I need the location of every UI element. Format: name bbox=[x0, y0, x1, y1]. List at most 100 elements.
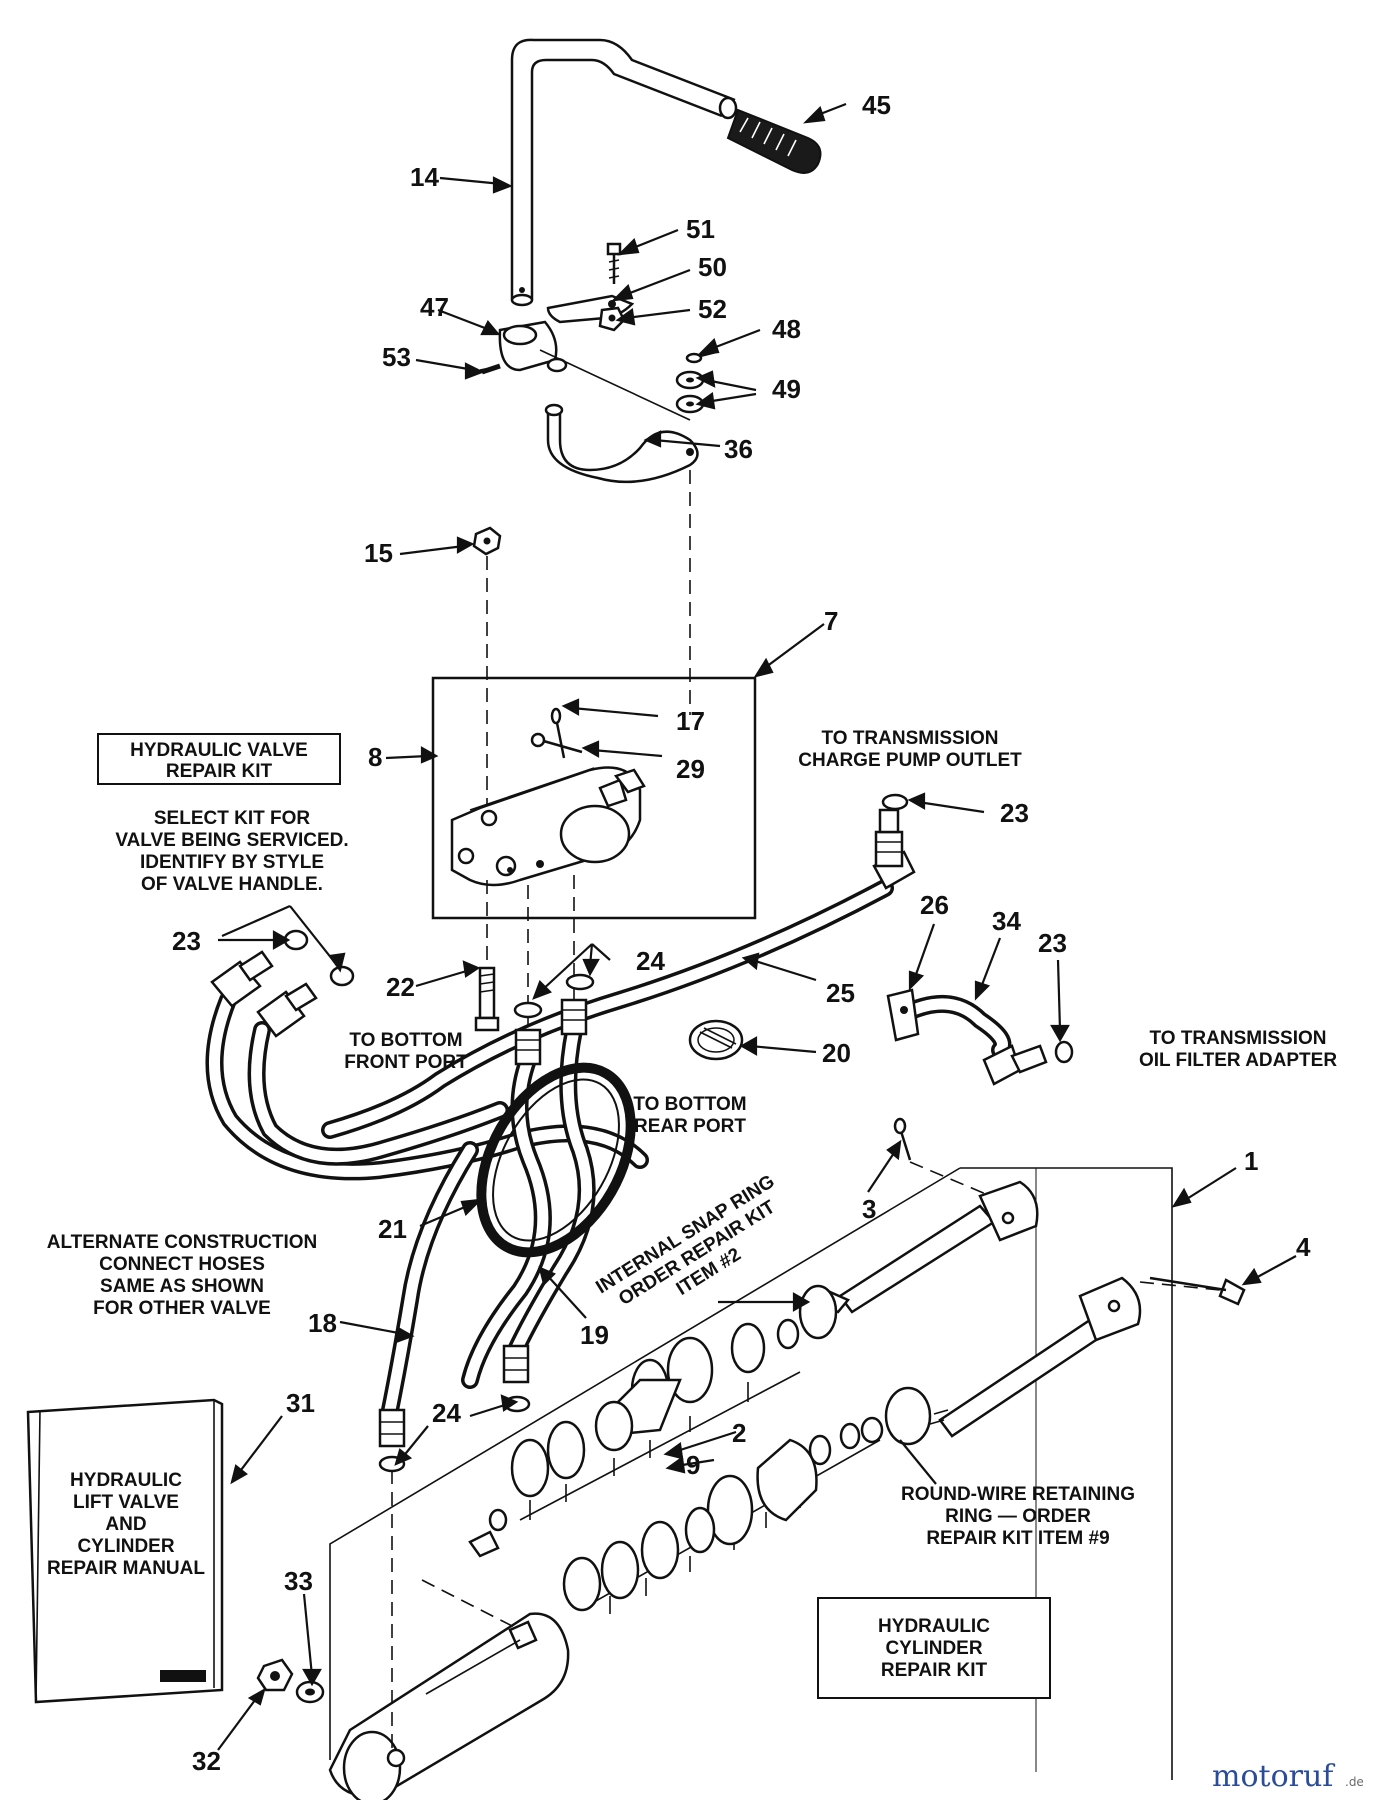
select-kit-note: SELECT KIT FOR VALVE BEING SERVICED. IDE… bbox=[115, 808, 348, 895]
fittings-18-19 bbox=[378, 1344, 530, 1448]
part-number-23-left: 23 bbox=[172, 926, 201, 956]
part-number-21: 21 bbox=[378, 1214, 407, 1244]
svg-text:REAR PORT: REAR PORT bbox=[634, 1116, 746, 1137]
svg-text:OF VALVE HANDLE.: OF VALVE HANDLE. bbox=[141, 874, 323, 895]
part-number-32: 32 bbox=[192, 1746, 221, 1776]
svg-text:CHARGE PUMP OUTLET: CHARGE PUMP OUTLET bbox=[798, 750, 1022, 771]
hose-center bbox=[461, 1021, 596, 1389]
part-number-49: 49 bbox=[772, 374, 801, 404]
svg-text:CYLINDER: CYLINDER bbox=[885, 1638, 982, 1659]
alternate-construction-note: ALTERNATE CONSTRUCTION CONNECT HOSES SAM… bbox=[47, 1232, 318, 1319]
part-number-8: 8 bbox=[368, 742, 382, 772]
nut-52 bbox=[598, 306, 626, 332]
svg-text:VALVE BEING SERVICED.: VALVE BEING SERVICED. bbox=[115, 830, 348, 851]
part-number-45: 45 bbox=[862, 90, 891, 120]
oring-23-right bbox=[1054, 1040, 1074, 1064]
svg-text:TO TRANSMISSION: TO TRANSMISSION bbox=[1150, 1028, 1327, 1049]
cylinder-body bbox=[328, 1612, 570, 1800]
svg-text:SELECT KIT FOR: SELECT KIT FOR bbox=[154, 808, 311, 829]
part-number-17: 17 bbox=[676, 706, 705, 736]
part-number-1: 1 bbox=[1244, 1146, 1258, 1176]
part-number-50: 50 bbox=[698, 252, 727, 282]
part-number-29: 29 bbox=[676, 754, 705, 784]
piston-upper bbox=[510, 1322, 766, 1498]
part-number-24-lower: 24 bbox=[432, 1398, 461, 1428]
clamp-20 bbox=[688, 1019, 744, 1061]
svg-text:CONNECT HOSES: CONNECT HOSES bbox=[99, 1254, 265, 1275]
svg-text:HYDRAULIC: HYDRAULIC bbox=[878, 1616, 990, 1637]
cotter-17 bbox=[550, 707, 566, 759]
svg-text:REPAIR KIT ITEM #9: REPAIR KIT ITEM #9 bbox=[926, 1528, 1109, 1549]
part-number-7: 7 bbox=[824, 606, 838, 636]
svg-text:RING — ORDER: RING — ORDER bbox=[945, 1506, 1091, 1527]
watermark: motoruf .de bbox=[1212, 1759, 1364, 1794]
part-number-9: 9 bbox=[686, 1450, 700, 1480]
part-number-20: 20 bbox=[822, 1038, 851, 1068]
part-number-19: 19 bbox=[580, 1320, 609, 1350]
svg-text:motoruf: motoruf bbox=[1212, 1759, 1335, 1794]
bottom-front-port-note: TO BOTTOM FRONT PORT bbox=[344, 1030, 468, 1073]
snap-ring-note: INTERNAL SNAP RING ORDER REPAIR KIT ITEM… bbox=[592, 1171, 779, 1310]
svg-text:ALTERNATE CONSTRUCTION: ALTERNATE CONSTRUCTION bbox=[47, 1232, 318, 1253]
part-number-2: 2 bbox=[732, 1418, 746, 1448]
pin-29 bbox=[530, 732, 583, 754]
part-number-4: 4 bbox=[1296, 1232, 1311, 1262]
part-number-48: 48 bbox=[772, 314, 801, 344]
svg-text:OIL FILTER ADAPTER: OIL FILTER ADAPTER bbox=[1139, 1050, 1337, 1071]
part-number-25: 25 bbox=[826, 978, 855, 1008]
part-number-24-top: 24 bbox=[636, 946, 665, 976]
arm-36 bbox=[544, 403, 699, 484]
handle-grip bbox=[726, 108, 822, 174]
part-number-36: 36 bbox=[724, 434, 753, 464]
valve-assembly-frame bbox=[431, 676, 757, 920]
ring-21 bbox=[476, 1062, 636, 1258]
part-number-53: 53 bbox=[382, 342, 411, 372]
fitting-25-top bbox=[872, 808, 916, 890]
seals-upper-bracket bbox=[519, 1371, 801, 1521]
part-number-31: 31 bbox=[286, 1388, 315, 1418]
piston-lower bbox=[468, 1386, 932, 1612]
svg-text:HYDRAULIC: HYDRAULIC bbox=[70, 1470, 182, 1491]
svg-text:.de: .de bbox=[1345, 1775, 1364, 1789]
svg-text:CYLINDER: CYLINDER bbox=[77, 1536, 174, 1557]
hose-25 bbox=[321, 879, 894, 1139]
svg-text:FRONT PORT: FRONT PORT bbox=[344, 1052, 468, 1073]
svg-text:REPAIR KIT: REPAIR KIT bbox=[881, 1660, 988, 1681]
hose-left-b bbox=[247, 1021, 509, 1166]
piston-rod-lower bbox=[929, 1276, 1142, 1438]
snap-ring-upper bbox=[776, 1284, 838, 1350]
part-number-47: 47 bbox=[420, 292, 449, 322]
svg-text:ROUND-WIRE RETAINING: ROUND-WIRE RETAINING bbox=[901, 1484, 1135, 1505]
retaining-ring-note: ROUND-WIRE RETAINING RING — ORDER REPAIR… bbox=[901, 1484, 1135, 1549]
washers-49 bbox=[675, 370, 705, 414]
part-number-18: 18 bbox=[308, 1308, 337, 1338]
hose-34 bbox=[891, 995, 1012, 1059]
lift-handle bbox=[510, 38, 738, 307]
part-number-52: 52 bbox=[698, 294, 727, 324]
orings-24-center bbox=[513, 973, 595, 1019]
part-number-23-top: 23 bbox=[1000, 798, 1029, 828]
clip-26 bbox=[886, 988, 920, 1042]
valve-repair-kit-label: HYDRAULIC VALVE REPAIR KIT bbox=[97, 733, 341, 785]
bolt-22 bbox=[474, 966, 500, 1032]
charge-pump-note: TO TRANSMISSION CHARGE PUMP OUTLET bbox=[798, 728, 1022, 771]
part-number-labels: 45 14 51 50 52 47 53 48 49 36 15 7 8 17 … bbox=[172, 90, 1311, 1776]
cylinder-repair-kit-label: HYDRAULIC CYLINDER REPAIR KIT bbox=[817, 1597, 1051, 1699]
part-number-51: 51 bbox=[686, 214, 715, 244]
svg-text:LIFT VALVE: LIFT VALVE bbox=[73, 1492, 179, 1513]
nut-32 bbox=[256, 1658, 294, 1692]
part-number-22: 22 bbox=[386, 972, 415, 1002]
cotter-3 bbox=[893, 1117, 912, 1161]
bolt-51 bbox=[606, 242, 622, 284]
piston-rod-upper bbox=[826, 1180, 1039, 1314]
svg-text:REPAIR KIT: REPAIR KIT bbox=[166, 761, 273, 782]
svg-text:TO BOTTOM: TO BOTTOM bbox=[349, 1030, 462, 1051]
part-number-23-right: 23 bbox=[1038, 928, 1067, 958]
svg-text:HYDRAULIC VALVE: HYDRAULIC VALVE bbox=[130, 740, 308, 761]
valve-body bbox=[450, 766, 646, 887]
repair-manual: HYDRAULIC LIFT VALVE AND CYLINDER REPAIR… bbox=[26, 1398, 224, 1704]
svg-text:AND: AND bbox=[105, 1514, 146, 1535]
hose-18 bbox=[381, 1141, 479, 1419]
svg-text:FOR OTHER VALVE: FOR OTHER VALVE bbox=[93, 1298, 271, 1319]
